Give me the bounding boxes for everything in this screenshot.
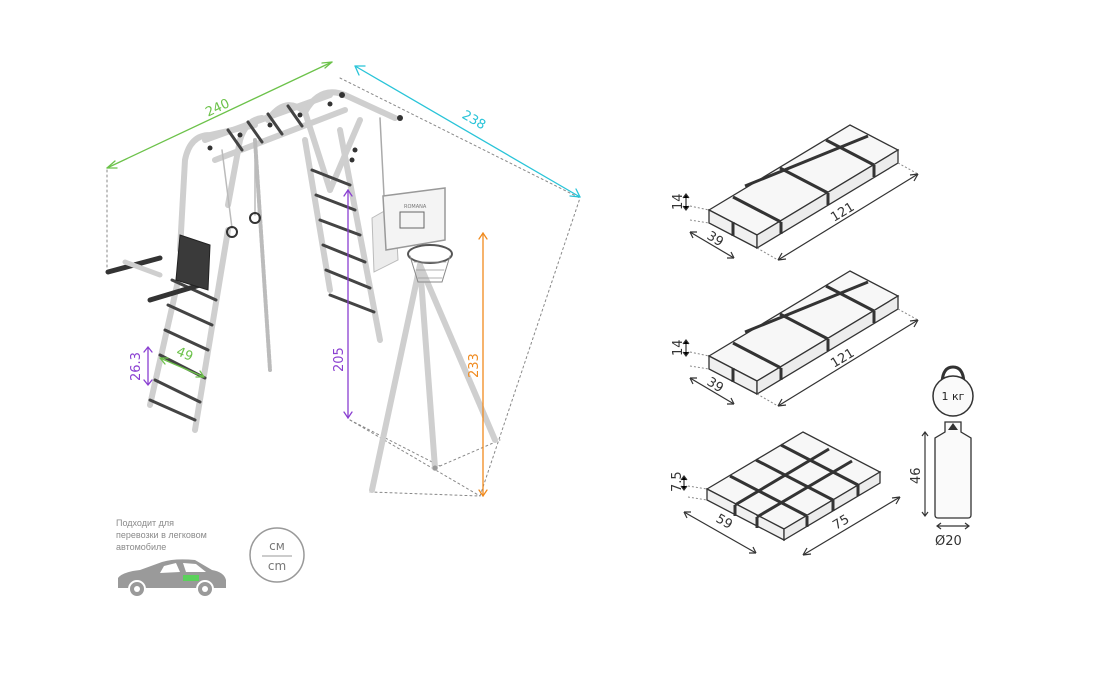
- package-3: 7.5 59 75: [670, 431, 901, 556]
- package-3-length: 75: [830, 512, 852, 533]
- wallbars-height-label: 205: [332, 347, 347, 372]
- transport-note-line-1: Подходит для: [116, 518, 175, 528]
- dip-station: [105, 234, 211, 303]
- package-1-width: 39: [704, 229, 726, 250]
- units-bottom: cm: [268, 559, 286, 573]
- frame-bolts: [207, 92, 438, 471]
- basketball-hoop: ROMANA: [371, 187, 453, 283]
- rung-gap-label: 26.3: [129, 352, 144, 381]
- bag-diameter: Ø20: [935, 534, 962, 549]
- transport-note-line-3: автомобиле: [116, 542, 167, 552]
- package-1-length: 121: [828, 200, 857, 226]
- rung-dimensions: 26.3 49: [129, 345, 205, 387]
- hoop-height-dimension: 233: [467, 231, 488, 498]
- ground-outline: [106, 77, 581, 497]
- punching-bag-icon: 46 Ø20: [909, 421, 972, 549]
- width-label: 240: [203, 96, 232, 120]
- ladder-rungs: [148, 104, 376, 422]
- sports-complex-illustration: ROMANA 240 238: [105, 61, 581, 498]
- car-icon: [118, 559, 226, 598]
- package-2-length: 121: [828, 346, 857, 372]
- package-2-height: 14: [671, 339, 686, 356]
- package-2: 14 39 121: [671, 270, 919, 407]
- depth-dimension: 238: [354, 65, 581, 198]
- hoop-height-label: 233: [467, 353, 482, 378]
- package-1-height: 14: [671, 193, 686, 210]
- transport-note: Подходит для перевозки в легковом автомо…: [116, 517, 236, 553]
- package-1: 14 39 121: [671, 124, 919, 261]
- package-2-width: 39: [704, 375, 726, 396]
- backboard-brand: ROMANA: [404, 204, 427, 210]
- kettlebell-weight: 1 кг: [942, 390, 965, 403]
- transport-note-line-2: перевозки в легковом: [116, 530, 207, 540]
- units-top: см: [269, 539, 285, 553]
- package-3-width: 59: [713, 511, 735, 532]
- wallbars-height-dimension: 205: [332, 188, 353, 420]
- package-3-height: 7.5: [670, 471, 685, 492]
- kettlebell-icon: 1 кг: [932, 365, 974, 417]
- units-badge-icon: см cm: [249, 527, 305, 583]
- rung-width-label: 49: [174, 345, 195, 365]
- bag-height: 46: [909, 467, 924, 484]
- frame-tubes: [147, 89, 498, 493]
